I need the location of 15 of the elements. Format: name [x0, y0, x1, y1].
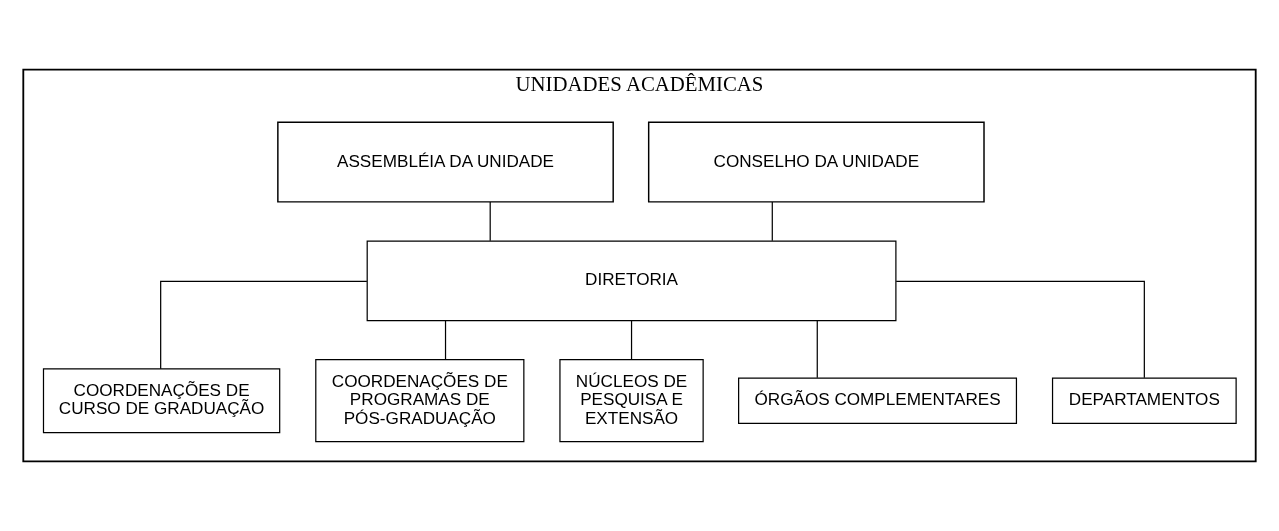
node-box: CONSELHO DA UNIDADE — [647, 121, 985, 203]
node-box: NÚCLEOS DE PESQUISA E EXTENSÃO — [559, 359, 704, 443]
node-box: COORDENAÇÕES DE PROGRAMAS DE PÓS-GRADUAÇÃO — [315, 359, 525, 443]
connector — [630, 320, 633, 360]
node-box: ASSEMBLÉIA DA UNIDADE — [277, 121, 614, 203]
connector — [771, 201, 773, 242]
node-box: DIRETORIA — [366, 240, 897, 322]
node-box: DEPARTAMENTOS — [1051, 377, 1237, 424]
connector — [895, 280, 1145, 379]
connector — [489, 201, 491, 242]
connector — [816, 320, 818, 379]
connector — [160, 280, 368, 370]
node-box: COORDENAÇÕES DE CURSO DE GRADUAÇÃO — [42, 368, 281, 434]
node-box: ÓRGÃOS COMPLEMENTARES — [738, 377, 1018, 424]
connector — [444, 320, 447, 360]
